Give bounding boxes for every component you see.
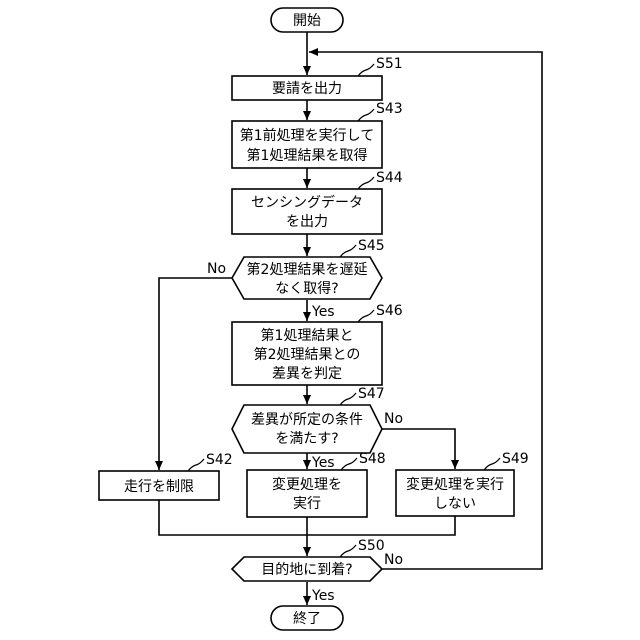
node-s42: 走行を制限 <box>99 471 219 500</box>
edges <box>159 31 542 605</box>
node-s48: 変更処理を 実行 <box>247 470 367 517</box>
node-start: 開始 <box>271 8 343 32</box>
edge-s47-s49 <box>381 429 455 469</box>
node-s50: 目的地に到着? <box>232 557 382 581</box>
s44-label-line2: を出力 <box>286 214 328 230</box>
s46-label-line2: 第2処理結果との <box>254 346 361 363</box>
s45-step: S45 <box>358 238 385 254</box>
node-s51: 要請を出力 <box>232 76 382 100</box>
s48-label-line1: 変更処理を <box>272 476 342 493</box>
s50-no-label: No <box>384 552 403 568</box>
edge-s49-merge <box>307 516 455 535</box>
s46-label-line1: 第1処理結果と <box>261 327 354 344</box>
s47-yes-label: Yes <box>311 455 335 471</box>
end-label: 終了 <box>293 611 321 627</box>
s50-leader <box>340 545 356 557</box>
s51-leader <box>358 64 374 76</box>
s45-label-line1: 第2処理結果を遅延 <box>247 261 368 278</box>
s48-leader <box>341 458 357 470</box>
s47-label-line2: を満たす? <box>275 431 338 447</box>
s45-no-label: No <box>207 261 226 277</box>
s43-step: S43 <box>376 101 403 117</box>
s42-leader <box>188 459 204 471</box>
s49-step: S49 <box>502 451 529 467</box>
node-s44: センシングデータ を出力 <box>232 189 382 234</box>
s50-yes-label: Yes <box>311 588 335 604</box>
s51-label: 要請を出力 <box>272 81 342 97</box>
s45-yes-label: Yes <box>311 304 335 320</box>
s51-step: S51 <box>376 56 403 72</box>
s43-leader <box>358 109 374 121</box>
s46-leader <box>358 310 374 322</box>
s44-step: S44 <box>376 170 403 186</box>
s47-label-line1: 差異が所定の条件 <box>251 411 363 428</box>
s50-label: 目的地に到着? <box>261 562 352 578</box>
node-s45: 第2処理結果を遅延 なく取得? <box>232 257 382 299</box>
s49-leader <box>484 458 500 470</box>
edge-s45-s42 <box>159 278 232 470</box>
s48-label-line2: 実行 <box>293 496 321 512</box>
s43-label-line1: 第1前処理を実行して <box>240 127 375 144</box>
s50-step: S50 <box>358 538 385 554</box>
node-s46: 第1処理結果と 第2処理結果との 差異を判定 <box>232 322 382 385</box>
node-s43: 第1前処理を実行して 第1処理結果を取得 <box>232 121 382 168</box>
s44-label-line1: センシングデータ <box>251 194 363 211</box>
node-s49: 変更処理を実行 しない <box>396 470 514 516</box>
start-label: 開始 <box>293 13 321 29</box>
s42-label: 走行を制限 <box>124 479 194 495</box>
s47-leader <box>340 393 356 405</box>
s45-label-line2: なく取得? <box>275 280 338 297</box>
node-s47: 差異が所定の条件 を満たす? <box>232 405 382 453</box>
s46-step: S46 <box>376 303 403 319</box>
s47-step: S47 <box>358 386 385 402</box>
s42-step: S42 <box>206 452 233 468</box>
s49-label-line1: 変更処理を実行 <box>406 476 504 493</box>
s49-label-line2: しない <box>434 496 476 512</box>
s43-label-line2: 第1処理結果を取得 <box>247 147 368 164</box>
s47-no-label: No <box>384 411 403 427</box>
s48-step: S48 <box>359 451 386 467</box>
node-end: 終了 <box>271 606 343 630</box>
s46-label-line3: 差異を判定 <box>272 366 342 382</box>
s44-leader <box>358 177 374 189</box>
s45-leader <box>340 245 356 257</box>
